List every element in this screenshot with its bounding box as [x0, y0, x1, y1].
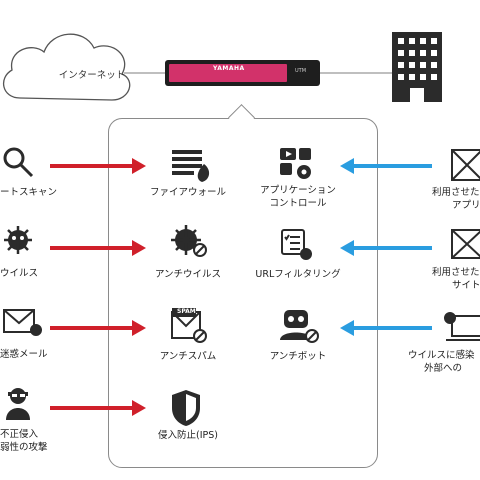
red-arrow-3: [50, 320, 146, 336]
utm-device: YAMAHA UTM: [165, 60, 320, 86]
threat-label-infected-2: 外部への: [424, 363, 463, 374]
feature-label-firewall: ファイアウォール: [149, 187, 227, 198]
threat-label-unallowed-app-2: アプリ: [452, 200, 480, 211]
threat-label-unallowed-app: 利用させた: [432, 187, 480, 198]
app-control-icon: [280, 148, 311, 179]
blue-arrow-2: [340, 240, 432, 256]
url-filtering-icon: [281, 229, 312, 260]
threat-label-intrusion: 不正侵入: [0, 429, 39, 440]
internet-label: インターネット: [58, 70, 126, 81]
magnifier-icon: [3, 147, 34, 178]
feature-label-app-control: アプリケーション: [260, 185, 336, 196]
threat-label-virus: ウイルス: [0, 268, 39, 279]
infected-laptop-icon: [444, 312, 480, 341]
threat-label-unallowed-site-2: サイト: [452, 280, 480, 291]
device-logo: YAMAHA: [213, 65, 245, 72]
blue-arrow-3: [340, 320, 432, 336]
feature-label-antivirus: アンチウイルス: [154, 269, 222, 280]
blue-arrow-1: [340, 158, 432, 174]
red-arrow-1: [50, 158, 146, 174]
device-badge: UTM: [295, 68, 307, 74]
virus-icon: [4, 226, 32, 254]
blocked-app-icon: [451, 149, 480, 181]
feature-label-url-filtering: URLフィルタリング: [255, 269, 341, 280]
ips-shield-icon: [172, 390, 200, 426]
threat-label-infected: ウイルスに感染: [408, 350, 475, 361]
feature-label-app-control-2: コントロール: [269, 198, 327, 209]
threat-label-unallowed-site: 利用させた: [432, 267, 480, 278]
utm-features-panel: [108, 118, 378, 468]
antivirus-icon: [171, 225, 207, 257]
spam-tag: SPAM: [177, 308, 196, 315]
firewall-icon: [172, 150, 210, 182]
threat-label-port-scan: ートスキャン: [0, 187, 58, 198]
antispam-icon: [171, 308, 207, 343]
blocked-site-icon: [451, 229, 480, 259]
feature-label-antibot: アンチボット: [269, 351, 327, 362]
feature-label-antispam: アンチスパム: [159, 351, 217, 362]
antibot-icon: [280, 310, 319, 343]
spam-mail-icon: [3, 309, 42, 336]
hacker-icon: [6, 388, 30, 420]
device-front-panel: YAMAHA: [169, 64, 287, 82]
feature-label-ips: 侵入防止(IPS): [158, 430, 218, 441]
threat-label-intrusion-2: 弱性の攻撃: [0, 442, 48, 453]
red-arrow-2: [50, 240, 146, 256]
red-arrow-4: [50, 400, 146, 416]
threat-label-spam-mail: 迷惑メール: [0, 349, 48, 360]
